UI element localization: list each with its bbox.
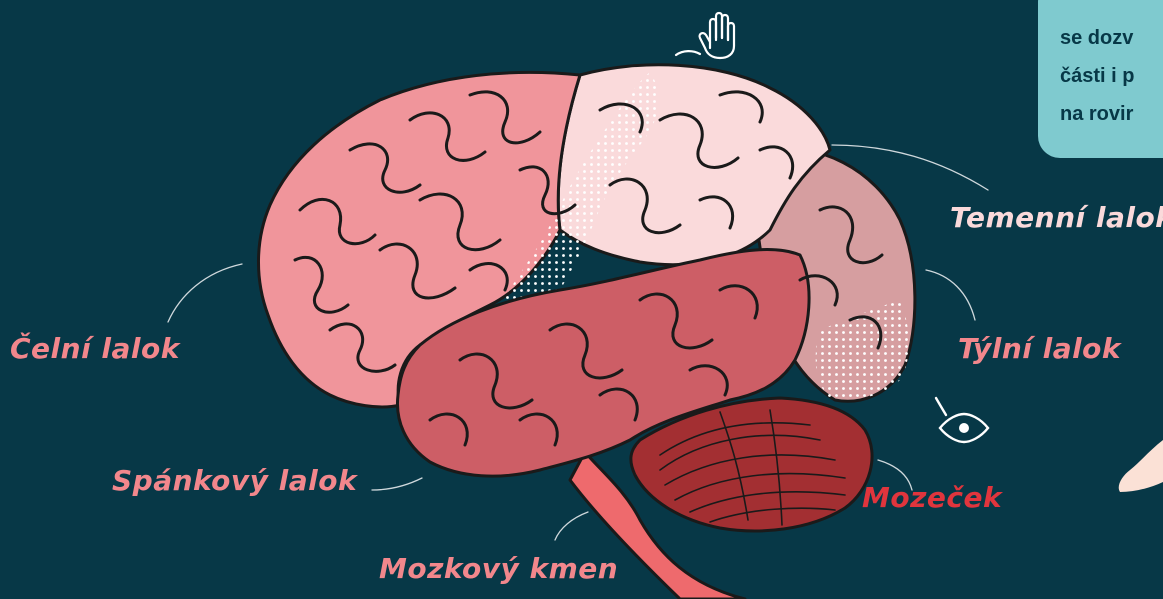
callout-line-2: části i p (1060, 66, 1134, 86)
occipital-lobe-label: Týlní lalok (958, 335, 1121, 363)
frontal-lobe-label: Čelní lalok (10, 335, 180, 363)
hand-partial-icon (1119, 440, 1163, 492)
brainstem-label: Mozkový kmen (379, 555, 618, 583)
eye-icon (936, 398, 988, 442)
parietal-lobe-label: Temenní lalok (950, 204, 1163, 232)
cerebellum-label: Mozeček (862, 484, 1002, 512)
hand-icon (676, 13, 734, 58)
callout-line-3: na rovir (1060, 104, 1133, 124)
callout-line-1: se dozv (1060, 28, 1133, 48)
temporal-lobe-label: Spánkový lalok (112, 467, 357, 495)
